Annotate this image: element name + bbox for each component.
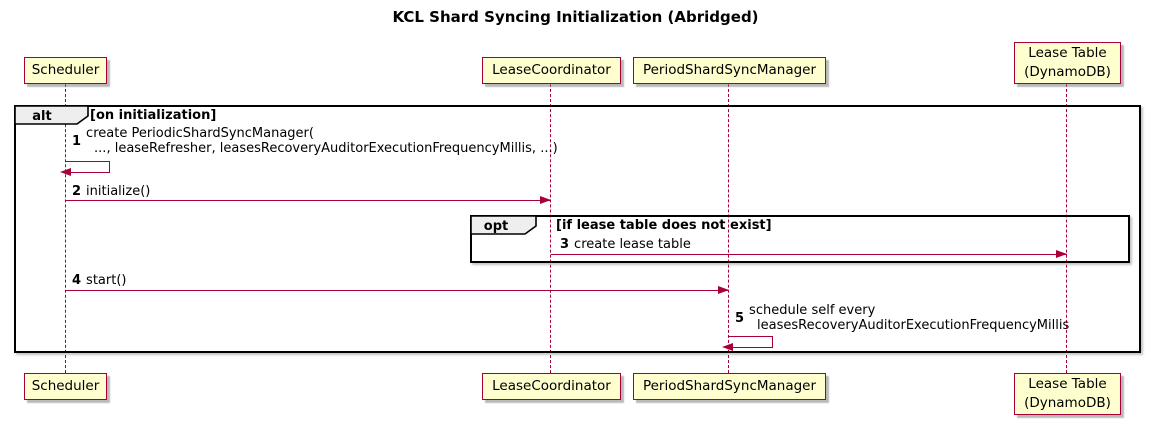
message-2-arrow xyxy=(66,200,551,201)
message-1-line2: ..., leaseRefresher, leasesRecoveryAudit… xyxy=(94,141,558,156)
participant-periodshardsyncmanager-top: PeriodShardSyncManager xyxy=(633,57,826,84)
participant-scheduler-top: Scheduler xyxy=(24,57,107,84)
message-4-number: 4 xyxy=(72,273,82,288)
message-3-arrowhead xyxy=(1056,250,1067,258)
message-3-text: create lease table xyxy=(574,237,691,252)
participant-leasecoordinator-bottom: LeaseCoordinator xyxy=(482,373,621,400)
lifeline-leasetable xyxy=(1066,84,1067,373)
participant-label: Lease Table xyxy=(1028,376,1107,393)
message-3-number: 3 xyxy=(560,237,570,252)
lifeline-periodshardsyncmanager xyxy=(728,84,729,373)
participant-leasetable-top: Lease Table (DynamoDB) xyxy=(1014,42,1121,84)
message-1-number: 1 xyxy=(72,133,82,149)
diagram-title: KCL Shard Syncing Initialization (Abridg… xyxy=(392,8,759,26)
message-2: 2 initialize() xyxy=(72,184,150,199)
lifeline-leasecoordinator xyxy=(550,84,551,373)
participant-label-line2: (DynamoDB) xyxy=(1024,64,1111,80)
alt-guard: [on initialization] xyxy=(90,108,217,123)
participant-label: Scheduler xyxy=(31,62,100,79)
message-3: 3 create lease table xyxy=(560,237,691,252)
participant-label: Scheduler xyxy=(31,378,100,395)
participant-periodshardsyncmanager-bottom: PeriodShardSyncManager xyxy=(633,373,826,400)
message-5-line1: schedule self every xyxy=(749,303,876,318)
message-4: 4 start() xyxy=(72,273,126,288)
lifeline-scheduler xyxy=(65,84,66,373)
message-4-text: start() xyxy=(86,273,127,288)
participant-label: Lease Table xyxy=(1028,45,1107,62)
message-5-self-arrow xyxy=(728,336,773,348)
message-1-line1: create PeriodicShardSyncManager( xyxy=(86,126,314,141)
message-3-arrow xyxy=(551,254,1067,255)
message-2-text: initialize() xyxy=(86,184,151,199)
participant-scheduler-bottom: Scheduler xyxy=(24,373,107,400)
participant-label: PeriodShardSyncManager xyxy=(642,378,817,395)
opt-operator-label: opt xyxy=(484,219,508,234)
participant-leasecoordinator-top: LeaseCoordinator xyxy=(482,57,621,84)
message-5: 5 schedule self every leasesRecoveryAudi… xyxy=(735,303,1069,333)
message-5-arrowhead xyxy=(722,343,733,351)
participant-label: PeriodShardSyncManager xyxy=(642,62,817,79)
opt-guard: [if lease table does not exist] xyxy=(556,218,772,233)
message-1-arrowhead xyxy=(60,168,71,176)
participant-label: LeaseCoordinator xyxy=(492,378,611,395)
message-5-line2: leasesRecoveryAuditorExecutionFrequencyM… xyxy=(757,318,1070,333)
opt-fragment-frame: opt xyxy=(470,215,1130,263)
message-1-self-arrow xyxy=(65,161,110,173)
message-2-number: 2 xyxy=(72,184,82,199)
message-1: 1 create PeriodicShardSyncManager( ..., … xyxy=(72,126,558,156)
message-2-arrowhead xyxy=(540,196,551,204)
participant-label: LeaseCoordinator xyxy=(492,62,611,79)
message-5-number: 5 xyxy=(735,310,745,326)
message-4-arrowhead xyxy=(718,286,729,294)
alt-operator-label: alt xyxy=(32,109,51,124)
participant-label-line2: (DynamoDB) xyxy=(1024,395,1111,411)
alt-operator-tab: alt xyxy=(14,105,89,125)
message-4-arrow xyxy=(66,290,729,291)
opt-operator-tab: opt xyxy=(470,215,537,235)
participant-leasetable-bottom: Lease Table (DynamoDB) xyxy=(1014,373,1121,415)
alt-fragment-frame: alt xyxy=(14,105,1141,353)
